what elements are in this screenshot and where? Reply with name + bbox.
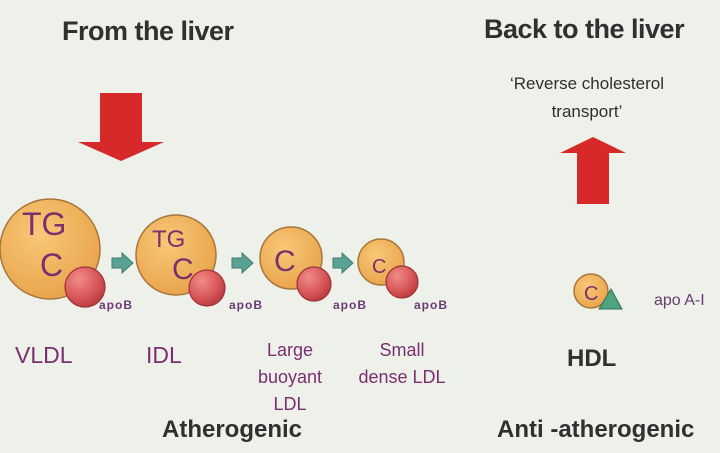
- idl-core-c: C: [172, 253, 194, 286]
- idl-particle: [135, 214, 226, 307]
- from-liver-heading: From the liver: [62, 16, 234, 46]
- large-ldl-label-line2: buoyant: [257, 367, 323, 387]
- large-ldl-particle: [259, 226, 332, 302]
- atherogenic-label: Atherogenic: [162, 416, 303, 443]
- vldl-apo-label: apoB: [99, 298, 133, 312]
- apoA-triangle-icon: [598, 287, 623, 310]
- up-arrow-icon: [560, 137, 626, 204]
- vldl-core-c: C: [40, 247, 63, 283]
- back-to-liver-heading: Back to the liver: [484, 14, 685, 44]
- small-ldl-label-line2: dense LDL: [358, 367, 446, 387]
- large-ldl-label-line3: LDL: [273, 394, 307, 414]
- idl-core-tg: TG: [152, 226, 185, 253]
- small-ldl-label-line1: Small: [379, 340, 425, 360]
- hdl-core-c: C: [584, 283, 598, 305]
- vldl-label: VLDL: [15, 342, 73, 368]
- large-ldl-label: Large buoyant LDL: [252, 337, 328, 418]
- small-ldl-particle: [357, 238, 419, 299]
- reverse-transport-line1: ‘Reverse cholesterol: [509, 74, 664, 93]
- vldl-core-tg: TG: [22, 206, 66, 242]
- hdl-particle: [573, 273, 623, 310]
- idl-label: IDL: [146, 342, 182, 368]
- hdl-label: HDL: [567, 345, 617, 372]
- small-ldl-apo-label: apoB: [414, 298, 448, 312]
- reverse-transport-label: ‘Reverse cholesterol transport’: [492, 70, 682, 126]
- hdl-apo-label: apo A-I: [654, 292, 705, 309]
- small-right-arrow-icon: [111, 251, 134, 275]
- large-ldl-core-c: C: [274, 245, 296, 278]
- vldl-particle: [0, 198, 106, 308]
- reverse-transport-line2: transport’: [551, 102, 623, 121]
- large-ldl-label-line1: Large: [266, 340, 314, 360]
- idl-apo-label: apoB: [229, 298, 263, 312]
- small-ldl-label: Small dense LDL: [350, 337, 454, 391]
- small-right-arrow-icon: [231, 251, 254, 275]
- small-right-arrow-icon: [332, 251, 354, 275]
- down-arrow-icon: [78, 93, 164, 161]
- anti-atherogenic-label: Anti -atherogenic: [497, 416, 695, 443]
- large-ldl-apo-label: apoB: [333, 298, 367, 312]
- small-ldl-core-c: C: [372, 256, 386, 278]
